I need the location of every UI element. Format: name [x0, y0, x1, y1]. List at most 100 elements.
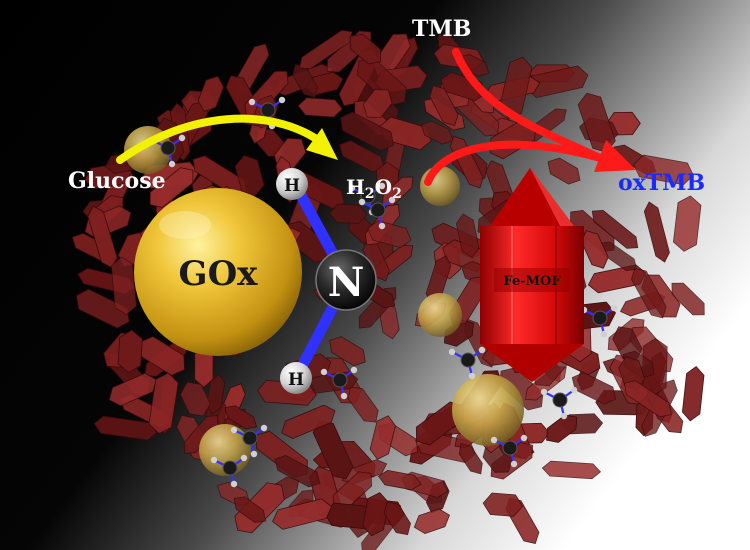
- glucose-arrow-head: [306, 128, 338, 160]
- mof-crystal-piece: [673, 195, 702, 252]
- small-hydrogen-atom: [510, 460, 518, 468]
- mof-crystal-piece: [362, 89, 393, 118]
- mof-crystal-piece: [297, 97, 343, 118]
- small-hydrogen-atom: [388, 196, 396, 204]
- crystal-label-band: [494, 268, 570, 292]
- small-molecule: [230, 424, 268, 458]
- small-hydrogen-atom: [378, 182, 386, 190]
- small-molecule: [490, 434, 528, 468]
- small-molecule: [448, 346, 486, 380]
- small-molecule: [320, 366, 358, 400]
- small-hydrogen-atom: [520, 434, 528, 442]
- small-hydrogen-atom: [610, 304, 618, 312]
- mof-crystal-piece: [234, 154, 265, 197]
- mof-crystal-piece: [347, 386, 379, 423]
- small-molecule: [348, 182, 386, 216]
- small-hydrogen-atom: [348, 184, 356, 192]
- mof-crystal-piece: [541, 460, 602, 480]
- mof-crystal-piece: [623, 380, 672, 418]
- n-label: N: [328, 259, 365, 306]
- small-nitrogen-atom: [460, 352, 476, 368]
- small-hydrogen-atom: [560, 412, 568, 420]
- small-hydrogen-atom: [278, 96, 286, 104]
- mof-crystal-piece: [149, 167, 194, 208]
- tmb-arrow: [452, 48, 604, 162]
- mof-crystal-piece: [377, 469, 422, 491]
- small-molecule: [540, 386, 578, 420]
- h-label-bottom: H: [288, 370, 304, 390]
- small-hydrogen-atom: [230, 426, 238, 434]
- small-hydrogen-atom: [478, 346, 486, 354]
- mof-crystal-piece: [179, 381, 211, 417]
- nitrogen-atom: [315, 249, 377, 311]
- small-hydrogen-atom: [540, 388, 548, 396]
- mof-crystal-piece: [547, 157, 581, 185]
- oxtmb-arrow-head: [594, 140, 636, 172]
- fe-mof-crystal: Fe-MOF: [480, 168, 584, 382]
- small-hydrogen-atom: [168, 160, 176, 168]
- mof-crystal-piece: [281, 404, 336, 439]
- mof-crystal-piece: [329, 336, 366, 367]
- crystal-bottom-facet: [480, 344, 584, 382]
- small-molecule: [580, 304, 618, 338]
- small-nitrogen-atom: [360, 188, 376, 204]
- gox-label: GOx: [179, 254, 259, 294]
- glucose-label: Glucose: [68, 168, 166, 194]
- mof-crystal-piece: [272, 498, 333, 530]
- mof-crystal-piece: [117, 329, 143, 374]
- small-hydrogen-atom: [468, 372, 476, 380]
- crystal-top-highlight: [530, 168, 574, 226]
- small-hydrogen-atom: [378, 222, 386, 230]
- mof-crystal-piece: [328, 203, 368, 224]
- small-hydrogen-atom: [358, 198, 366, 206]
- mof-crystal-piece: [274, 455, 321, 488]
- gox-sphere: [134, 188, 302, 356]
- small-hydrogen-atom: [340, 392, 348, 400]
- mof-crystal-piece: [367, 220, 412, 249]
- mof-crystal-piece: [681, 366, 705, 422]
- small-molecule: [358, 196, 396, 230]
- mof-crystal-piece: [339, 111, 394, 152]
- mof-crystal-piece: [93, 415, 158, 441]
- oxtmb-label: oxTMB: [618, 170, 705, 196]
- small-nitrogen-atom: [260, 102, 276, 118]
- mof-crystal-piece: [413, 508, 450, 534]
- small-molecule: [210, 454, 248, 488]
- glucose-arrow: [116, 114, 322, 164]
- h2o2-arrow: [424, 140, 604, 186]
- mof-crystal-piece: [383, 501, 411, 536]
- small-nitrogen-atom: [222, 460, 238, 476]
- small-hydrogen-atom: [600, 330, 608, 338]
- small-hydrogen-atom: [448, 348, 456, 356]
- tmb-label: TMB: [412, 16, 471, 42]
- mof-crystal-piece: [498, 56, 533, 119]
- mof-crystal-piece: [298, 29, 353, 70]
- small-hydrogen-atom: [570, 386, 578, 394]
- small-hydrogen-atom: [230, 480, 238, 488]
- small-hydrogen-atom: [350, 366, 358, 374]
- small-hydrogen-atom: [240, 454, 248, 462]
- small-molecules: [148, 96, 618, 488]
- h-label-top: H: [284, 176, 300, 196]
- mof-crystal-piece: [224, 405, 258, 430]
- mof-crystal-piece: [148, 372, 179, 435]
- mof-crystal-piece: [206, 373, 226, 415]
- small-nitrogen-atom: [502, 440, 518, 456]
- mof-crystal-piece: [110, 256, 137, 316]
- mof-crystal-piece: [455, 213, 480, 259]
- small-hydrogen-atom: [210, 456, 218, 464]
- small-gox-sphere: [418, 293, 462, 337]
- gox-highlight: [159, 211, 211, 239]
- small-nitrogen-atom: [332, 372, 348, 388]
- mof-crystal-piece: [349, 33, 381, 65]
- small-nitrogen-atom: [242, 430, 258, 446]
- small-hydrogen-atom: [250, 450, 258, 458]
- mof-crystal-piece: [312, 420, 354, 480]
- mof-crystal-piece: [75, 288, 130, 329]
- small-nitrogen-atom: [160, 140, 176, 156]
- small-gox-sphere: [452, 374, 524, 446]
- small-nitrogen-atom: [592, 310, 608, 326]
- small-gox-sphere: [420, 166, 460, 206]
